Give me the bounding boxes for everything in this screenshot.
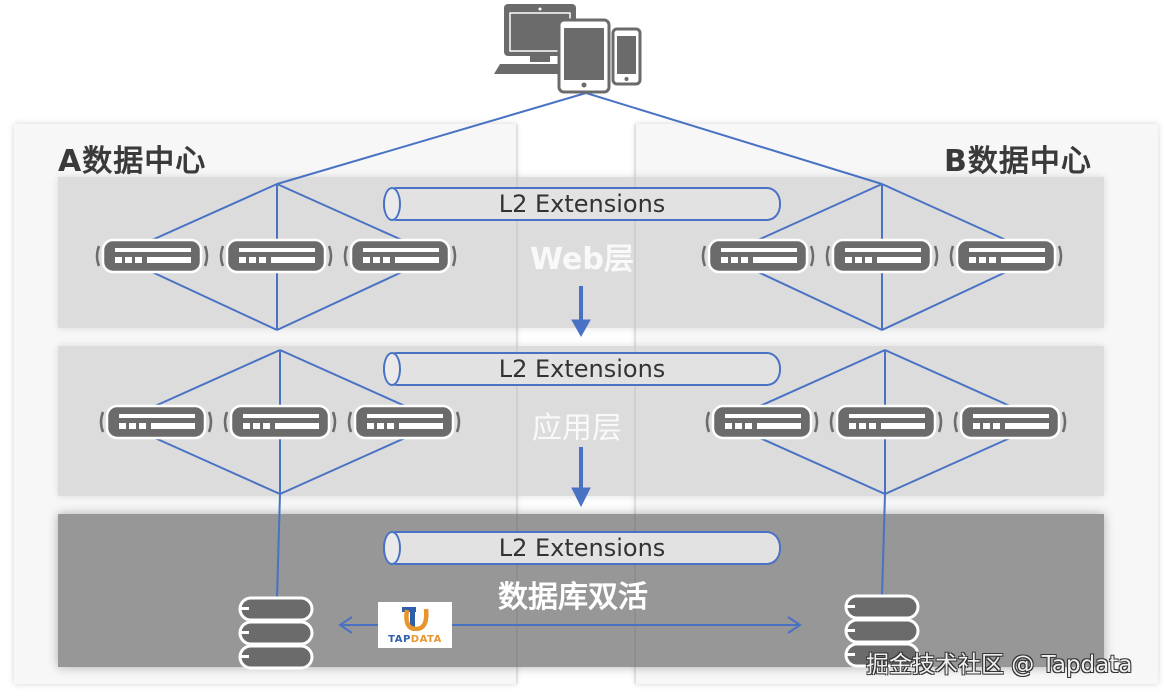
l2-label-db: L2 Extensions (498, 534, 666, 562)
replication-arrow-left (338, 616, 353, 634)
down-arrow-head-1 (571, 319, 591, 338)
web-layer-label: Web层 (530, 242, 634, 277)
replication-arrow-right (787, 616, 802, 634)
client-devices-icon (494, 4, 642, 94)
l2-label-app: L2 Extensions (498, 355, 666, 383)
server-icon (699, 238, 817, 274)
tapdata-logo-text: TAPDATA (378, 634, 452, 645)
db-layer-label: 数据库双活 (498, 580, 648, 615)
server-icon (217, 238, 335, 274)
server-icon (823, 238, 941, 274)
server-icon (93, 238, 211, 274)
logo-text-data: DATA (410, 634, 442, 645)
pipe-cap (383, 352, 401, 386)
server-icon (951, 404, 1069, 440)
watermark: 掘金技术社区 @ Tapdata (866, 652, 1133, 678)
server-icon (827, 404, 945, 440)
server-icon (947, 238, 1065, 274)
pipe-cap (383, 531, 401, 565)
datacenter-a-title: A数据中心 (58, 144, 207, 179)
tapdata-logo: TAPDATA (378, 602, 452, 648)
app-layer-label: 应用层 (532, 411, 622, 446)
client-to-a-line (276, 92, 587, 185)
panel-a-edge (516, 124, 518, 684)
datacenter-b-title: B数据中心 (944, 144, 1092, 179)
l2-extension-db: L2 Extensions (383, 531, 781, 565)
database-a-icon (237, 596, 315, 670)
l2-extension-web: L2 Extensions (383, 187, 781, 221)
tablet-icon (557, 18, 611, 94)
l2-extension-app: L2 Extensions (383, 352, 781, 386)
server-icon (703, 404, 821, 440)
down-arrow-head-2 (571, 487, 591, 508)
client-to-b-line (585, 92, 883, 185)
server-icon (341, 238, 459, 274)
server-icon (221, 404, 339, 440)
l2-label-web: L2 Extensions (498, 190, 666, 218)
logo-text-tap: TAP (388, 634, 411, 645)
pipe-cap (383, 187, 401, 221)
server-icon (345, 404, 463, 440)
panel-b-edge (634, 124, 636, 684)
tapdata-mark-icon (402, 607, 429, 631)
server-icon (97, 404, 215, 440)
smartphone-icon (611, 27, 642, 86)
